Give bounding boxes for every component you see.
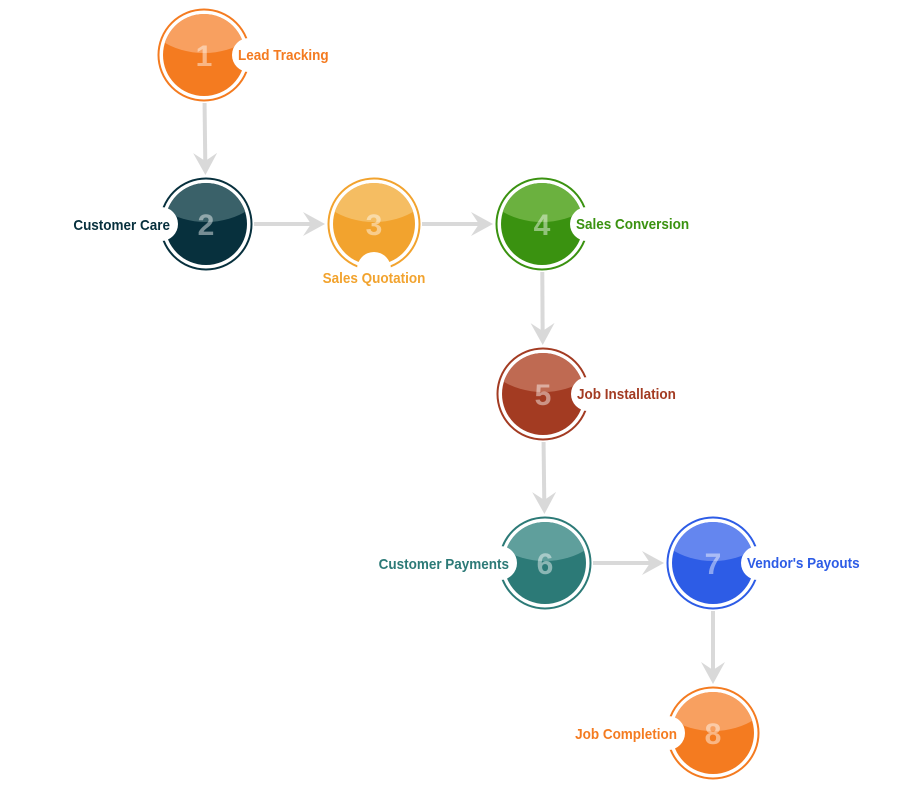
arrow-step-5-to-6 [532, 441, 557, 515]
step-label: Customer Care [73, 217, 170, 234]
arrow-step-4-to-5 [530, 271, 555, 346]
arrow-step-1-to-2 [193, 102, 218, 176]
step-label: Vendor's Payouts [747, 555, 860, 572]
arrowhead-icon [532, 491, 557, 515]
step-node-1: 1 Lead Tracking [157, 8, 329, 102]
step-number: 2 [198, 209, 215, 242]
step-number: 4 [534, 209, 551, 242]
step-label: Customer Payments [379, 556, 509, 573]
arrow-step-2-to-3 [254, 212, 325, 236]
arrowhead-icon [471, 212, 493, 236]
step-label: Job Installation [577, 386, 676, 403]
step-number: 1 [196, 40, 213, 73]
step-node-5: 5 Job Installation [496, 347, 676, 441]
step-node-7: 7 Vendor's Payouts [666, 516, 860, 610]
arrowhead-icon [642, 551, 664, 575]
step-number: 6 [537, 548, 554, 581]
step-number: 8 [705, 718, 722, 751]
arrow-step-6-to-7 [593, 551, 664, 575]
step-number: 5 [535, 379, 552, 412]
step-number: 7 [705, 548, 722, 581]
step-node-6: 6 Customer Payments [379, 516, 592, 610]
arrowhead-icon [701, 662, 725, 684]
arrowhead-icon [193, 152, 218, 176]
arrowhead-icon [303, 212, 325, 236]
arrow-step-7-to-8 [701, 611, 725, 684]
step-node-8: 8 Job Completion [575, 686, 760, 780]
step-label: Job Completion [575, 726, 677, 743]
step-label: Lead Tracking [238, 47, 329, 64]
arrowhead-icon [530, 322, 555, 346]
step-label: Sales Conversion [576, 216, 689, 233]
arrow-step-3-to-4 [422, 212, 493, 236]
step-node-4: 4 Sales Conversion [495, 177, 689, 271]
step-node-2: 2 Customer Care [73, 177, 253, 271]
step-label: Sales Quotation [323, 270, 426, 287]
step-number: 3 [366, 209, 383, 242]
